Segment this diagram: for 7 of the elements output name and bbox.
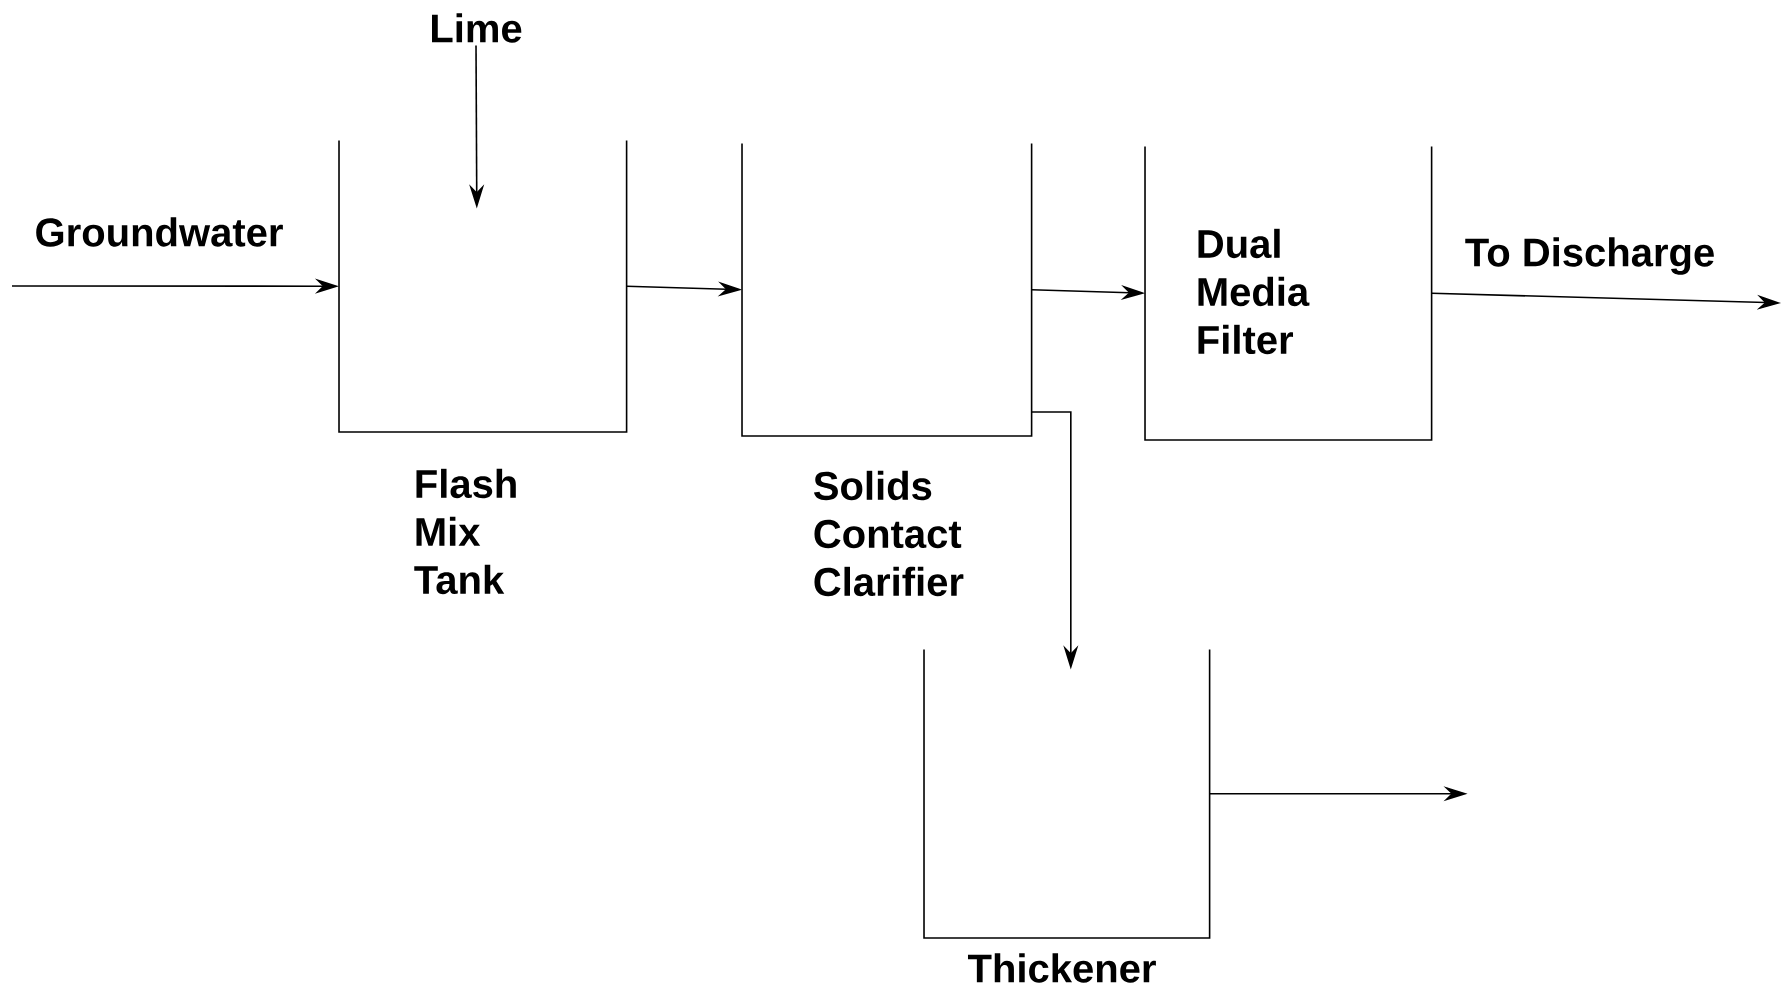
tank: Flash Mix Tank: [338, 139, 628, 595]
edge-label: Groundwater: [32, 215, 286, 249]
tank: Solids Contact Clarifier: [741, 142, 1033, 597]
input-label: Lime: [432, 13, 522, 43]
edge-label: To Discharge: [1462, 235, 1718, 277]
tank: Thickener: [923, 648, 1211, 983]
tank: Dual Media Filter: [1144, 145, 1433, 441]
